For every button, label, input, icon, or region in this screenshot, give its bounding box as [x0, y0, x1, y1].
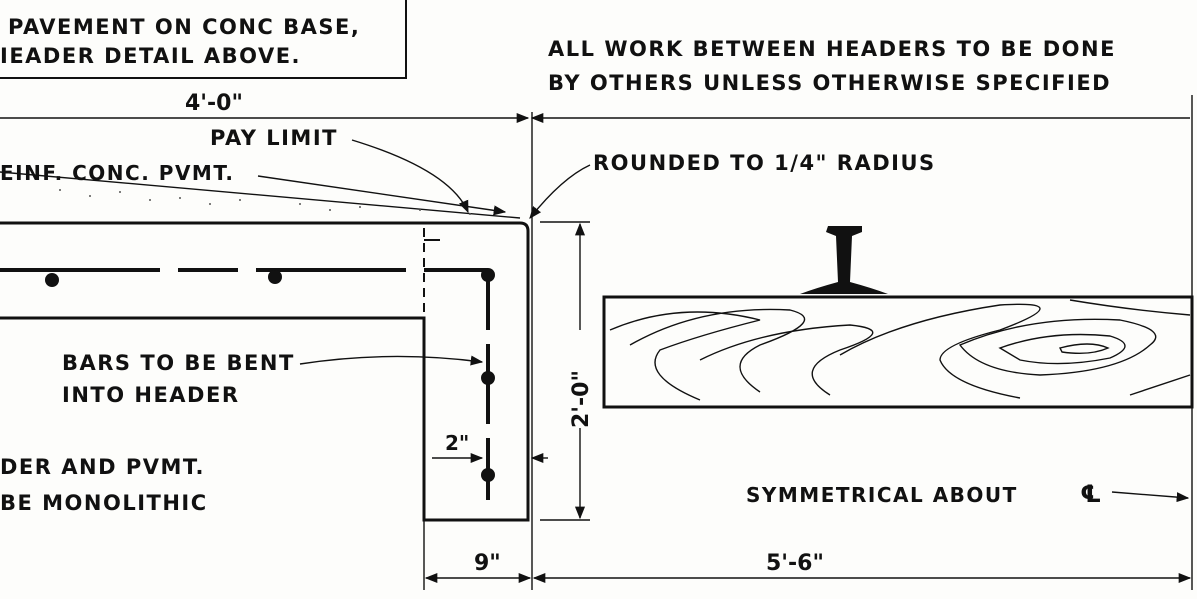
- rebar-dot: [481, 468, 495, 482]
- bars-label-line2: INTO HEADER: [62, 383, 240, 407]
- note-box-line1: PAVEMENT ON CONC BASE,: [8, 15, 360, 39]
- wood-grain: [609, 299, 1191, 401]
- pavement-header-outline: [0, 221, 530, 522]
- bars-leader: [299, 355, 484, 366]
- header-height-dim: 2'-0": [569, 370, 594, 428]
- pavement-top-line: [0, 171, 521, 219]
- header-height-dim-bg: [562, 330, 598, 428]
- top-width-dim: 4'-0": [185, 91, 243, 116]
- rail-icon: [800, 226, 888, 294]
- work-note-line1: ALL WORK BETWEEN HEADERS TO BE DONE: [548, 37, 1116, 61]
- work-note-line2: BY OTHERS UNLESS OTHERWISE SPECIFIED: [548, 71, 1111, 95]
- pavement-leader: [257, 175, 507, 216]
- pay-limit-leader: [351, 139, 469, 214]
- rebar-dot: [45, 273, 59, 287]
- rounded-leader: [529, 164, 591, 219]
- timber-tie: [602, 295, 1194, 409]
- monolithic-line1: DER AND PVMT.: [0, 455, 205, 479]
- rebar-dot: [268, 270, 282, 284]
- note-box: [0, 0, 407, 79]
- centerline-symbol: ℄: [1080, 480, 1102, 508]
- half-width-dim: 5'-6": [766, 551, 824, 576]
- monolithic-line2: BE MONOLITHIC: [0, 491, 208, 515]
- rebar-dot: [481, 371, 495, 385]
- pavement-label: EINF. CONC. PVMT.: [0, 161, 235, 185]
- note-box-line2: IEADER DETAIL ABOVE.: [0, 44, 301, 68]
- rebar-dot: [481, 268, 495, 282]
- bar-spacing-dim: 2": [445, 431, 469, 455]
- header-width-dim: 9": [474, 551, 501, 576]
- symmetrical-leader: [1111, 491, 1190, 503]
- symmetrical-label: SYMMETRICAL ABOUT: [746, 483, 1018, 507]
- pavement-stipple: [59, 189, 471, 215]
- bars-label-line1: BARS TO BE BENT: [62, 351, 295, 375]
- pay-limit-label: PAY LIMIT: [210, 126, 338, 150]
- rounded-label: ROUNDED TO 1/4" RADIUS: [593, 151, 936, 175]
